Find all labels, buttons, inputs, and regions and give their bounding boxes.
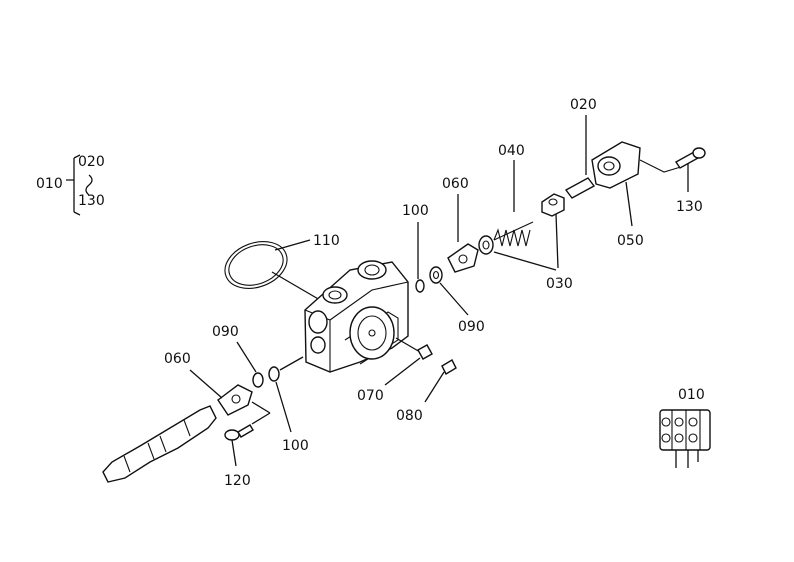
- plug-070: 070: [357, 344, 433, 404]
- label-040: 040: [498, 143, 525, 159]
- cap-050: 050: [591, 141, 685, 249]
- label-020: 020: [570, 97, 597, 113]
- label-030: 030: [546, 276, 573, 292]
- valve-body: [304, 260, 421, 373]
- spool-shaft: [102, 405, 217, 483]
- label-110: 110: [313, 233, 340, 249]
- label-010-index: 010: [36, 176, 63, 192]
- label-090-right: 090: [458, 319, 485, 335]
- seal-090-left: 090: [212, 324, 264, 388]
- label-120: 120: [224, 473, 251, 489]
- assembly-index-bracket: 010 020 130: [36, 154, 105, 216]
- o-ring-100-left: 100: [268, 356, 309, 454]
- label-130-index: 130: [78, 193, 105, 209]
- label-080: 080: [396, 408, 423, 424]
- label-100-top: 100: [402, 203, 429, 219]
- o-ring-100-top: 100: [402, 203, 429, 293]
- seal-090-right: 090: [429, 266, 485, 335]
- label-090-left: 090: [212, 324, 239, 340]
- label-100-bottom: 100: [282, 438, 309, 454]
- screw-120: 120: [224, 412, 271, 489]
- spring-seat-030: 030: [493, 193, 573, 292]
- label-050: 050: [617, 233, 644, 249]
- label-060-top: 060: [442, 176, 469, 192]
- label-020-index: 020: [78, 154, 105, 170]
- label-010-assembly: 010: [678, 387, 705, 403]
- assembly-thumbnail-010: 010: [659, 387, 711, 468]
- spring-guide-030: [478, 235, 494, 255]
- spring-040: 040: [493, 143, 534, 247]
- label-060-left: 060: [164, 351, 191, 367]
- cover-plate-060-left: 060: [164, 351, 271, 416]
- poppet-020: 020: [564, 97, 597, 199]
- screw-130: 130: [674, 147, 706, 215]
- label-130: 130: [676, 199, 703, 215]
- cover-plate-060-top: 060: [442, 176, 479, 273]
- label-070: 070: [357, 388, 384, 404]
- o-ring-110: 110: [224, 233, 340, 301]
- plug-080: 080: [396, 359, 457, 424]
